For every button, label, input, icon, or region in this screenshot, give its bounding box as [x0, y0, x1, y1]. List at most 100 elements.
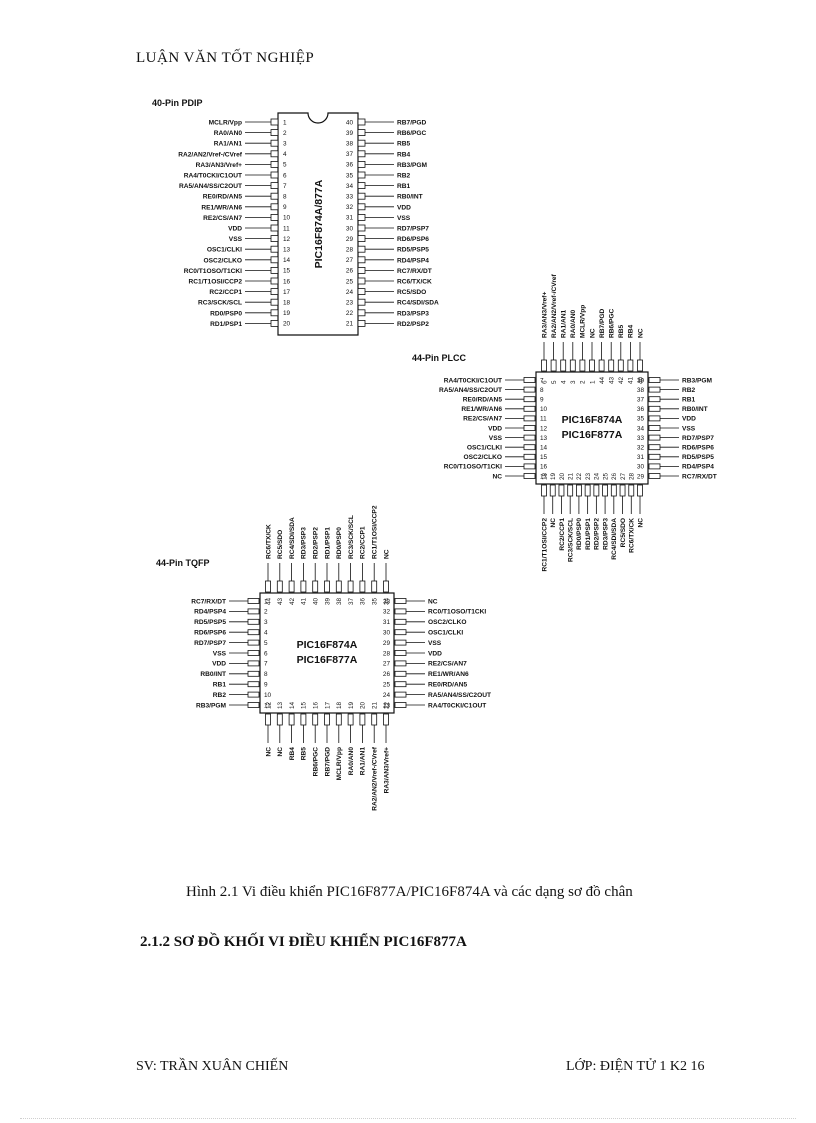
pdip-pin-number: 29 — [346, 236, 354, 243]
pin-pad — [394, 639, 407, 646]
pin-pad — [569, 359, 576, 372]
tqfp-pin-number: 26 — [383, 671, 391, 678]
tqfp-pin-number: 27 — [383, 661, 391, 668]
tqfp-pin-number: 44 — [265, 597, 272, 605]
pdip-pin-label: RD7/PSP7 — [397, 226, 429, 233]
pin-pad — [357, 214, 366, 221]
plcc-pin-number: 41 — [628, 376, 635, 384]
pin-pad — [357, 245, 366, 253]
tqfp-pin-number: 1 — [264, 598, 268, 605]
plcc-pin-label: NC — [637, 328, 644, 338]
pdip-pin-label: RC3/SCK/SCL — [198, 300, 242, 307]
pdip-pin-number: 2 — [283, 130, 287, 137]
pdip-pin-label: RD4/PSP4 — [397, 257, 429, 264]
pdip-pin-number: 20 — [283, 321, 291, 328]
tqfp-pin-number: 14 — [289, 701, 296, 709]
tqfp-pin-number: 17 — [324, 701, 331, 709]
pin-pad — [648, 405, 661, 412]
plcc-pin-label: RD4/PSP4 — [682, 464, 714, 471]
tqfp-pin-label: RA4/T0CKI/C1OUT — [428, 702, 486, 709]
pin-pad — [523, 415, 536, 422]
pin-pad — [270, 256, 279, 264]
plcc-pin-label: RA4/T0CKI/C1OUT — [444, 377, 502, 384]
pdip-pin-number: 13 — [283, 247, 291, 254]
plcc-pin-label: VDD — [488, 425, 502, 432]
pin-pad — [247, 639, 260, 646]
pin-pad — [523, 386, 536, 393]
tqfp-pin-label: RD5/PSP5 — [194, 619, 226, 626]
plcc-pin-number: 34 — [637, 425, 645, 432]
pdip-pin-number: 6 — [283, 172, 287, 179]
plcc-pin-number: 6 — [541, 380, 548, 384]
tqfp-pin-number: 9 — [264, 682, 268, 689]
tqfp-pin-label: RD0/PSP0 — [336, 527, 343, 559]
tqfp-pin-number: 12 — [265, 701, 272, 709]
pdip-pin-label: VSS — [229, 236, 243, 243]
tqfp-pin-label: RE1/WR/AN6 — [428, 671, 469, 678]
pdip-pin-number: 4 — [283, 151, 287, 158]
pin-pad — [357, 256, 366, 264]
tqfp-pin-number: 16 — [313, 701, 320, 709]
plcc-pin-label: RC2/CCP1 — [559, 518, 566, 551]
plcc-pin-number: 22 — [576, 472, 583, 480]
tqfp-pin-number: 8 — [264, 671, 268, 678]
plcc-pin-number: 11 — [540, 416, 547, 423]
pin-pad — [648, 425, 661, 431]
tqfp-pin-label: RC1/T1OSI/CCP2 — [372, 505, 379, 559]
pin-pad — [593, 484, 600, 497]
pdip-pin-number: 17 — [283, 289, 291, 296]
tqfp-pin-label: RC3/SCK/SCL — [348, 515, 355, 559]
pin-pad — [394, 650, 407, 656]
pin-pad — [270, 235, 279, 243]
tqfp-pin-label: OSC1/CLKI — [428, 630, 463, 637]
tqfp-pin-label: RC0/T1OSO/T1CKI — [428, 609, 486, 616]
pdip-pin-number: 3 — [283, 141, 287, 148]
pin-pad — [648, 377, 661, 383]
pin-pad — [357, 139, 366, 147]
plcc-pin-number: 17 — [540, 473, 548, 480]
plcc-pin-label: RB3/PGM — [682, 377, 713, 384]
tqfp-pin-number: 38 — [336, 597, 343, 605]
tqfp-pin-label: NC — [428, 598, 438, 605]
pdip-pin-number: 24 — [346, 289, 354, 296]
plcc-pin-number: 26 — [611, 472, 618, 480]
pin-pad — [335, 580, 342, 593]
pin-pad — [247, 660, 260, 667]
tqfp-pin-label: NC — [383, 549, 390, 559]
tqfp-pin-number: 6 — [264, 650, 268, 657]
pdip-pin-label: RB0/INT — [397, 194, 423, 201]
tqfp-pin-number: 23 — [383, 702, 391, 709]
tqfp-pin-label: VSS — [428, 640, 442, 647]
pin-pad — [648, 396, 661, 403]
plcc-pin-number: 13 — [540, 435, 548, 442]
tqfp-pin-label: RC6/TX/CK — [265, 524, 272, 559]
tqfp-pin-label: RB7/PGD — [324, 747, 331, 777]
pin-pad — [549, 484, 556, 497]
pdip-pin-number: 38 — [346, 141, 354, 148]
plcc-pin-label: RB7/PGD — [599, 308, 606, 338]
pdip-pin-number: 25 — [346, 278, 354, 285]
pin-pad — [523, 463, 536, 470]
plcc-pin-number: 39 — [637, 377, 645, 384]
plcc-pin-number: 4 — [561, 380, 568, 384]
plcc-pin-label: OSC1/CLKI — [467, 445, 502, 452]
plcc-pin-label: RE2/CS/AN7 — [463, 416, 502, 423]
plcc-pin-label: RD5/PSP5 — [682, 454, 714, 461]
tqfp-pin-number: 13 — [277, 701, 284, 709]
pin-pad — [300, 580, 307, 593]
pin-pad — [288, 580, 295, 593]
pdip-pin-label: RB3/PGM — [397, 162, 428, 169]
footer-student: SV: TRẦN XUÂN CHIẾN — [136, 1059, 289, 1074]
pin-pad — [270, 129, 279, 136]
pin-pad — [357, 277, 366, 285]
plcc-pin-label: RC3/SCK/SCL — [567, 518, 574, 562]
pdip-body — [277, 112, 359, 336]
pdip-pin-number: 31 — [346, 215, 354, 222]
pdip-pin-label: OSC2/CLKO — [204, 257, 242, 264]
pin-pad — [270, 203, 279, 211]
plcc-pin-number: 23 — [585, 472, 592, 480]
pin-pad — [394, 629, 407, 636]
pdip-pin-label: RA3/AN3/Vref+ — [196, 162, 243, 169]
pdip-pin-label: RD6/PSP6 — [397, 236, 429, 243]
